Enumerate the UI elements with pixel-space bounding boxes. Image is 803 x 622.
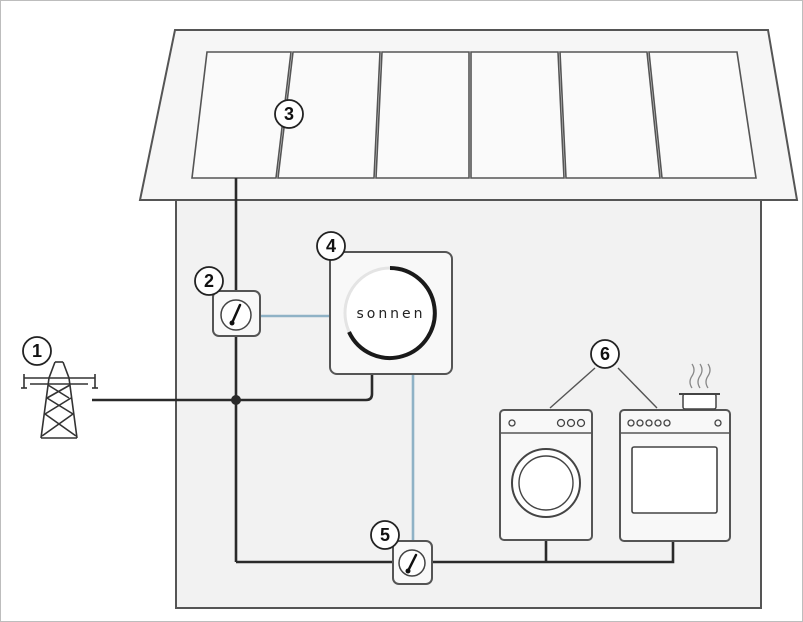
wire-to-battery xyxy=(236,374,374,402)
appliance-pointers xyxy=(549,367,658,409)
svg-text:6: 6 xyxy=(600,344,610,364)
svg-text:2: 2 xyxy=(204,271,214,291)
svg-text:1: 1 xyxy=(32,341,42,361)
battery-brand-label: sonnen xyxy=(356,306,425,322)
gauge-meter-icon xyxy=(212,290,261,337)
cooking-pot-icon xyxy=(679,363,720,410)
dark-wiring xyxy=(92,178,675,564)
solar-panel xyxy=(470,51,565,179)
solar-panels xyxy=(191,51,757,179)
solar-panel xyxy=(648,51,757,179)
solar-panel xyxy=(277,51,381,179)
battery-wiring xyxy=(261,314,415,540)
stove-oven-icon xyxy=(619,409,731,542)
solar-panel xyxy=(559,51,661,179)
marker-1: 1 xyxy=(22,336,52,366)
wire-junction xyxy=(231,395,241,405)
power-pylon-icon xyxy=(21,361,98,439)
marker-2: 2 xyxy=(194,266,224,296)
marker-5: 5 xyxy=(370,520,400,550)
svg-text:4: 4 xyxy=(326,236,336,256)
marker-4: 4 xyxy=(316,231,346,261)
svg-text:3: 3 xyxy=(284,104,294,124)
wire-bottom-right xyxy=(432,541,675,564)
svg-text:5: 5 xyxy=(380,525,390,545)
marker-6: 6 xyxy=(590,339,620,369)
washing-machine-icon xyxy=(499,409,593,541)
battery-unit: sonnen xyxy=(329,251,453,375)
solar-panel xyxy=(191,51,292,179)
gauge-meter-icon xyxy=(392,540,433,585)
solar-panel xyxy=(375,51,470,179)
marker-3: 3 xyxy=(274,99,304,129)
battery-charge-arc xyxy=(347,266,437,360)
